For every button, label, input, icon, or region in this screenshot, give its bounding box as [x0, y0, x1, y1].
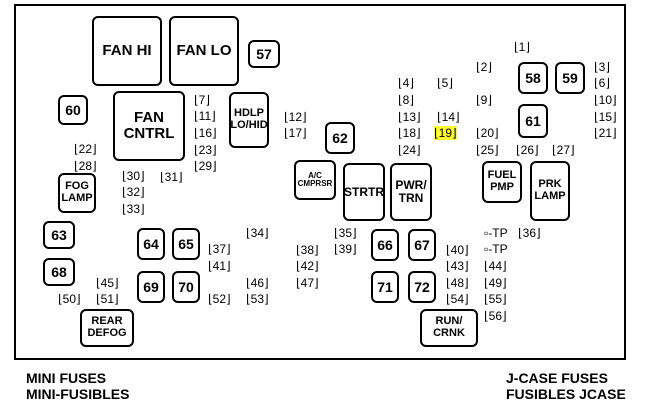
- fuse-50: ⌊50⌋: [58, 292, 81, 306]
- fuse-9: ⌊9⌋: [476, 93, 493, 107]
- fuse-1: ⌊1⌋: [514, 40, 531, 54]
- fuse-47: ⌊47⌋: [296, 276, 319, 290]
- fuse-52: ⌊52⌋: [208, 292, 231, 306]
- fuse-17: ⌊17⌋: [284, 126, 307, 140]
- fuse-23: ⌊23⌋: [194, 143, 217, 157]
- fan-hi-relay: FAN HI: [92, 16, 162, 86]
- ac-cmprsr-relay: A/C CMPRSR: [294, 160, 336, 200]
- strtr-relay: STRTR: [343, 163, 385, 221]
- fuse-29: ⌊29⌋: [194, 159, 217, 173]
- fuse-36: ⌊36⌋: [518, 226, 541, 240]
- fuse-45: ⌊45⌋: [96, 276, 119, 290]
- fuse-22: ⌊22⌋: [74, 142, 97, 156]
- test-point-1: ▫-TP: [484, 226, 508, 240]
- fog-lamp-relay: FOG LAMP: [58, 173, 96, 213]
- caption-fusibles-jcase: FUSIBLES JCASE: [506, 386, 626, 402]
- relay-62: 62: [325, 122, 355, 154]
- fuel-pmp-relay: FUEL PMP: [482, 161, 522, 203]
- fuse-28: ⌊28⌋: [74, 159, 97, 173]
- relay-71: 71: [371, 271, 399, 303]
- caption-mini-fusibles: MINI-FUSIBLES: [26, 386, 130, 402]
- fuse-48: ⌊48⌋: [446, 276, 469, 290]
- fuse-54: ⌊54⌋: [446, 292, 469, 306]
- fuse-4: ⌊4⌋: [398, 76, 415, 90]
- fuse-41: ⌊41⌋: [208, 259, 231, 273]
- relay-60: 60: [58, 95, 88, 125]
- fuse-3: ⌊3⌋: [594, 60, 611, 74]
- pwr-trn-relay: PWR/ TRN: [390, 163, 432, 221]
- fuse-7: ⌊7⌋: [194, 93, 211, 107]
- rear-defog-relay: REAR DEFOG: [80, 309, 134, 347]
- fuse-51: ⌊51⌋: [96, 292, 119, 306]
- test-point-2: ▫-TP: [484, 242, 508, 256]
- fuse-20: ⌊20⌋: [476, 126, 499, 140]
- relay-69: 69: [137, 271, 165, 303]
- fuse-10: ⌊10⌋: [594, 93, 617, 107]
- fuse-21: ⌊21⌋: [594, 126, 617, 140]
- relay-66: 66: [371, 229, 399, 261]
- fuse-16: ⌊16⌋: [194, 126, 217, 140]
- fuse-39: ⌊39⌋: [334, 242, 357, 256]
- fuse-11: ⌊11⌋: [194, 109, 216, 123]
- fuse-43: ⌊43⌋: [446, 259, 469, 273]
- relay-68: 68: [43, 258, 75, 286]
- fuse-26: ⌊26⌋: [516, 143, 539, 157]
- fuse-5: ⌊5⌋: [437, 76, 454, 90]
- caption-mini-fuses: MINI FUSES: [26, 370, 107, 386]
- fuse-15: ⌊15⌋: [594, 110, 617, 124]
- relay-61: 61: [518, 104, 548, 138]
- fuse-42: ⌊42⌋: [296, 259, 319, 273]
- fuse-31: ⌊31⌋: [160, 170, 183, 184]
- fuse-56: ⌊56⌋: [484, 309, 507, 323]
- relay-59: 59: [555, 62, 585, 94]
- fuse-30: ⌊30⌋: [122, 169, 145, 183]
- fuse-35: ⌊35⌋: [334, 226, 357, 240]
- fuse-38: ⌊38⌋: [296, 243, 319, 257]
- fuse-24: ⌊24⌋: [398, 143, 421, 157]
- fuse-40: ⌊40⌋: [446, 243, 469, 257]
- fuse-55: ⌊55⌋: [484, 292, 507, 306]
- fuse-37: ⌊37⌋: [208, 242, 231, 256]
- fuse-27: ⌊27⌋: [552, 143, 575, 157]
- fuse-49: ⌊49⌋: [484, 276, 507, 290]
- relay-70: 70: [172, 271, 200, 303]
- relay-57: 57: [248, 40, 280, 68]
- fan-lo-relay: FAN LO: [169, 16, 239, 86]
- fuse-panel-frame: [14, 4, 626, 360]
- fuse-18: ⌊18⌋: [398, 126, 421, 140]
- fuse-46: ⌊46⌋: [246, 276, 269, 290]
- hdlp-lo-hid-relay: HDLP LO/HID: [229, 92, 269, 148]
- relay-58: 58: [518, 62, 548, 94]
- prk-lamp-relay: PRK LAMP: [530, 161, 570, 221]
- fan-cntrl-relay: FAN CNTRL: [113, 91, 185, 161]
- relay-72: 72: [408, 271, 436, 303]
- fuse-53: ⌊53⌋: [246, 292, 269, 306]
- relay-67: 67: [408, 229, 436, 261]
- fuse-19-highlighted: ⌊19⌋: [434, 126, 457, 140]
- fuse-34: ⌊34⌋: [246, 226, 269, 240]
- fuse-14: ⌊14⌋: [437, 110, 460, 124]
- fuse-2: ⌊2⌋: [476, 60, 493, 74]
- fuse-13: ⌊13⌋: [398, 110, 421, 124]
- fuse-33: ⌊33⌋: [122, 202, 145, 216]
- fuse-25: ⌊25⌋: [476, 143, 499, 157]
- fuse-12: ⌊12⌋: [284, 110, 307, 124]
- relay-64: 64: [137, 228, 165, 260]
- fuse-44: ⌊44⌋: [484, 259, 507, 273]
- caption-jcase-fuses: J-CASE FUSES: [506, 370, 608, 386]
- relay-65: 65: [172, 228, 200, 260]
- fuse-6: ⌊6⌋: [594, 76, 611, 90]
- fuse-32: ⌊32⌋: [122, 185, 145, 199]
- run-crnk-relay: RUN/ CRNK: [420, 309, 478, 347]
- fuse-8: ⌊8⌋: [398, 93, 415, 107]
- relay-63: 63: [43, 221, 75, 249]
